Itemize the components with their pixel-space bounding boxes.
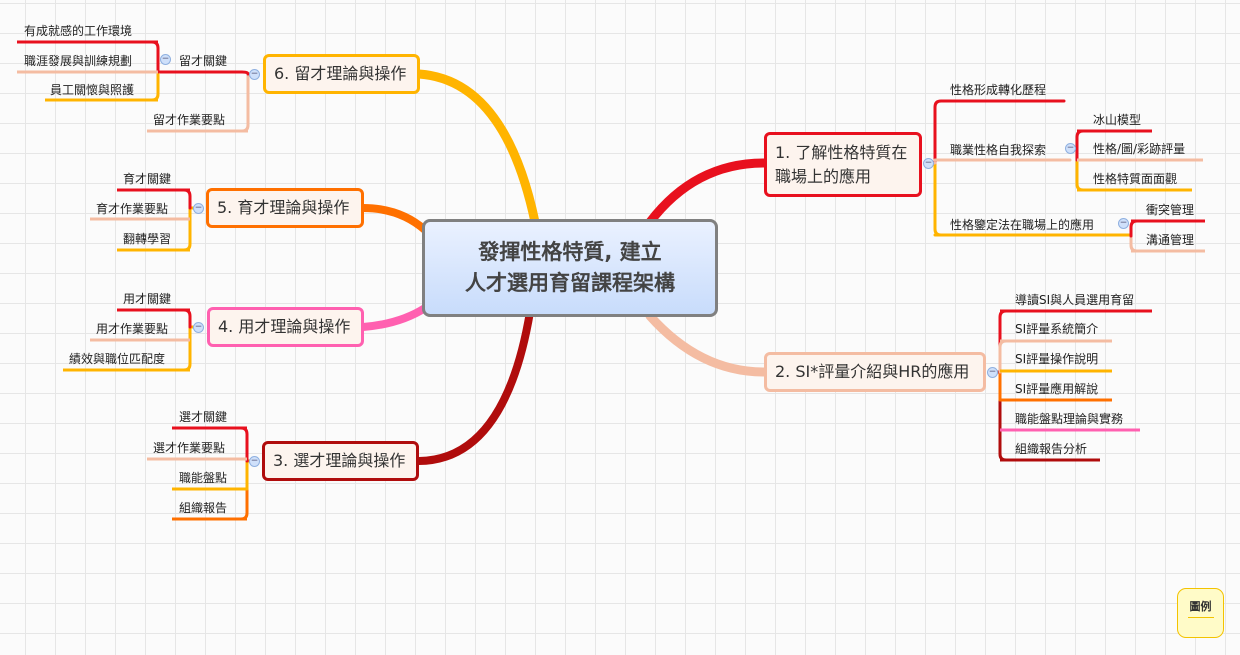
subtopic[interactable]: 性格形成轉化歷程	[950, 83, 1047, 97]
subtopic[interactable]: 育才作業要點	[96, 202, 169, 216]
collapse-icon[interactable]: −	[1065, 143, 1076, 154]
subtopic[interactable]: 選才作業要點	[153, 441, 226, 455]
subtopic[interactable]: 性格鑒定法在職場上的應用	[950, 218, 1095, 232]
subtopic[interactable]: 導讀SI與人員選用育留	[1015, 293, 1135, 307]
subtopic[interactable]: 留才關鍵	[179, 54, 228, 68]
subtopic[interactable]: SI評量系統簡介	[1015, 322, 1099, 336]
subtopic[interactable]: SI評量應用解說	[1015, 382, 1099, 396]
subtopic[interactable]: 溝通管理	[1146, 233, 1195, 247]
collapse-icon[interactable]: −	[987, 367, 998, 378]
subtopic[interactable]: 冰山模型	[1093, 113, 1142, 127]
subtopic[interactable]: SI評量操作說明	[1015, 352, 1099, 366]
topic-1-title: 1. 了解性格特質在職場上的應用	[775, 142, 908, 186]
subtopic[interactable]: 職業性格自我探索	[950, 143, 1047, 157]
subtopic[interactable]: 績效與職位匹配度	[69, 352, 166, 366]
collapse-icon[interactable]: −	[193, 322, 204, 333]
central-topic-line2: 人才選用育留課程架構	[465, 271, 675, 295]
subtopic[interactable]: 員工關懷與照護	[50, 83, 135, 97]
topic-4[interactable]: 4. 用才理論與操作	[207, 307, 364, 347]
collapse-icon[interactable]: −	[160, 54, 171, 65]
subtopic[interactable]: 有成就感的工作環境	[24, 24, 133, 38]
subtopic[interactable]: 性格特質面面觀	[1093, 172, 1178, 186]
subtopic[interactable]: 育才關鍵	[123, 172, 172, 186]
topic-2[interactable]: 2. SI*評量介紹與HR的應用	[764, 352, 986, 392]
central-topic[interactable]: 發揮性格特質, 建立人才選用育留課程架構	[422, 219, 718, 317]
legend-label: 圖例	[1187, 598, 1214, 618]
subtopic[interactable]: 職能盤點	[179, 471, 228, 485]
collapse-icon[interactable]: −	[193, 203, 204, 214]
topic-1[interactable]: 1. 了解性格特質在職場上的應用	[764, 132, 922, 197]
collapse-icon[interactable]: −	[923, 158, 934, 169]
subtopic[interactable]: 職能盤點理論與實務	[1015, 412, 1124, 426]
collapse-icon[interactable]: −	[249, 456, 260, 467]
subtopic[interactable]: 性格/圖/彩跡評量	[1093, 142, 1186, 156]
subtopic[interactable]: 用才關鍵	[123, 292, 172, 306]
subtopic[interactable]: 留才作業要點	[153, 113, 226, 127]
topic-2-title: 2. SI*評量介紹與HR的應用	[775, 362, 970, 381]
subtopic[interactable]: 用才作業要點	[96, 322, 169, 336]
topic-5-title: 5. 育才理論與操作	[217, 198, 350, 217]
topic-6[interactable]: 6. 留才理論與操作	[263, 54, 420, 94]
central-topic-line1: 發揮性格特質, 建立	[478, 240, 662, 264]
topic-5[interactable]: 5. 育才理論與操作	[206, 188, 364, 228]
subtopic[interactable]: 組織報告分析	[1015, 442, 1088, 456]
topic-3-title: 3. 選才理論與操作	[273, 451, 406, 470]
collapse-icon[interactable]: −	[1118, 218, 1129, 229]
topic-3[interactable]: 3. 選才理論與操作	[262, 441, 419, 481]
subtopic[interactable]: 組織報告	[179, 501, 228, 515]
subtopic[interactable]: 職涯發展與訓練規劃	[24, 54, 133, 68]
collapse-icon[interactable]: −	[249, 69, 260, 80]
legend-box[interactable]: 圖例	[1177, 588, 1224, 638]
subtopic[interactable]: 翻轉學習	[123, 232, 172, 246]
subtopic[interactable]: 選才關鍵	[179, 410, 228, 424]
topic-6-title: 6. 留才理論與操作	[274, 64, 407, 83]
topic-4-title: 4. 用才理論與操作	[218, 317, 351, 336]
subtopic[interactable]: 衝突管理	[1146, 203, 1195, 217]
